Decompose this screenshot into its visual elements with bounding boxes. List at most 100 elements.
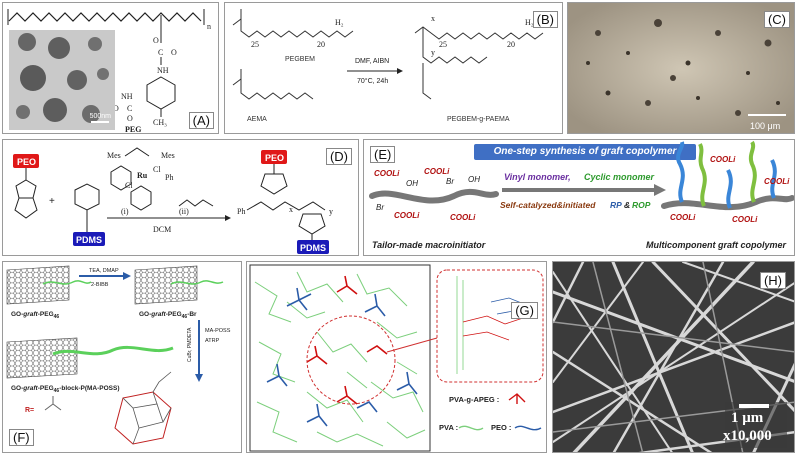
process-text: Self-catalyzed&initiated [500, 200, 596, 210]
atom-nh1: NH [157, 66, 169, 75]
oh-1: OH [406, 179, 418, 188]
cooli-7: COOLi [710, 155, 736, 164]
reagent5: CuBr, PMDETA [187, 327, 193, 362]
atom-o2: O [171, 48, 177, 57]
s2-prefix: GO- [139, 311, 151, 318]
reagent3: MA-POSS [205, 328, 231, 334]
panel-d-label: (D) [325, 148, 352, 165]
atom-o4: O [127, 114, 133, 123]
pdms-tag-left: PDMS [76, 235, 102, 245]
catalyst-mes1: Mes [107, 151, 121, 160]
s2-sub: 46 [182, 314, 188, 320]
pegbem-h: H₂ [335, 18, 344, 27]
cooli-6: COOLi [732, 215, 758, 224]
panel-f: GO-graft-PEG46 TEA, DMAP 2-BIBB GO-graft… [2, 261, 242, 453]
solvent-label: DCM [153, 225, 171, 234]
cooli-1: COOLi [374, 169, 400, 178]
vinyl-monomer: Vinyl monomer, [504, 172, 571, 182]
product-ph: Ph [237, 207, 245, 216]
panel-e-label: (E) [370, 146, 396, 163]
panel-d: PEO + PDMS Mes Mes Ru Cl Cl Ph (i) (ii) … [2, 139, 359, 256]
reagent2: 2-BIBB [91, 282, 109, 288]
panel-g-network: PVA-g-APEG : PVA : PEO : [249, 264, 544, 452]
rop-text: ROP [632, 200, 651, 210]
monomer2-label: AEMA [247, 116, 267, 123]
panel-a-scalebar: 500nm [89, 113, 111, 120]
s3-end: -block-P(MA-POSS) [59, 385, 119, 392]
product-y: y [431, 48, 435, 57]
panel-b: 25 20 H₂ PEGBEM AEMA DMF, AIBN 70°C, 24h… [224, 2, 563, 134]
catalyst-ph: Ph [165, 173, 173, 182]
s3-sub: 46 [54, 388, 60, 394]
product-x-d: x [289, 205, 293, 214]
product-label: PEGBEM-g-PAEMA [447, 116, 510, 123]
legend-pva: PVA : [439, 423, 458, 432]
atom-o3: O [113, 104, 119, 113]
panel-b-scheme: 25 20 H₂ PEGBEM AEMA DMF, AIBN 70°C, 24h… [232, 9, 544, 123]
atom-peg: PEG [125, 125, 141, 134]
left-caption: Tailor-made macroinitiator [372, 240, 486, 250]
panel-a-subscript: n [207, 22, 211, 31]
cooli-5: COOLi [670, 213, 696, 222]
atom-o1: O [153, 36, 159, 45]
oh-2: OH [468, 175, 480, 184]
catalyst-ru: Ru [137, 171, 148, 180]
s2-italic: graft [150, 311, 166, 318]
s2-suffix: -PEG [166, 311, 182, 318]
panel-a-micrograph: 500nm [9, 30, 115, 130]
cooli-3: COOLi [394, 211, 420, 220]
step2-label: (ii) [179, 207, 189, 216]
s1-italic: graft [22, 311, 38, 318]
catalyst-cl1: Cl [153, 165, 161, 174]
legend-peo: PEO : [491, 423, 511, 432]
peo-tag-right: PEO [265, 153, 284, 163]
panel-c-scalebar: 100 μm [750, 121, 780, 131]
panel-e: One-step synthesis of graft copolymer CO… [363, 139, 795, 256]
cooli-2: COOLi [424, 167, 450, 176]
s3-prefix: GO- [11, 385, 23, 392]
panel-e-title: One-step synthesis of graft copolymer [493, 146, 677, 157]
s3-suffix: -PEG [38, 385, 54, 392]
cyclic-monomer: Cyclic monomer [584, 172, 655, 182]
r-label: R= [25, 407, 34, 414]
svg-text:GO-graft-PEG46-Br: GO-graft-PEG46-Br [139, 311, 197, 320]
right-caption: Multicomponent graft copolymer [646, 240, 787, 250]
panel-e-title-banner: One-step synthesis of graft copolymer [474, 144, 696, 160]
panel-h-scale1: 1 μm [731, 410, 764, 426]
s2-end: -Br [187, 311, 197, 318]
peo-tag-left: PEO [17, 157, 36, 167]
panel-a-label: (A) [188, 112, 214, 129]
cooli-8: COOLi [764, 177, 790, 186]
atom-ch3: CH₃ [153, 118, 167, 127]
panel-h-sem [553, 262, 794, 452]
step1-label: (i) [121, 207, 129, 216]
br-2: Br [446, 177, 454, 186]
product-x: x [431, 14, 435, 23]
pdms-tag-right: PDMS [300, 243, 326, 253]
amp-text: & [624, 200, 630, 210]
product-y-d: y [329, 207, 333, 216]
panel-d-scheme: PEO + PDMS Mes Mes Ru Cl Cl Ph (i) (ii) … [13, 147, 333, 254]
legend-pva-g-apeg: PVA-g-APEG : [449, 395, 499, 404]
s1-sub: 46 [54, 314, 60, 320]
panel-c-micrograph: 100 μm [568, 3, 794, 133]
panel-g-label: (G) [511, 302, 538, 319]
atom-nh2: NH [121, 92, 133, 101]
panel-b-label: (B) [532, 11, 558, 28]
cooli-4: COOLi [450, 213, 476, 222]
s1-prefix: GO- [11, 311, 23, 318]
product-sub1: 25 [439, 40, 447, 49]
rp-text: RP [610, 200, 622, 210]
pegbem-sub2: 20 [317, 40, 325, 49]
br-1: Br [376, 203, 384, 212]
reagent1: TEA, DMAP [89, 268, 119, 274]
panel-h-label: (H) [759, 272, 786, 289]
reagent4: ATRP [205, 338, 220, 344]
panel-f-label: (F) [9, 429, 34, 446]
panel-c: 100 μm (C) [567, 2, 795, 134]
svg-text:+: + [49, 196, 55, 207]
panel-a-structure: n O C O NH NH CH₃ C O O PEG [7, 9, 211, 134]
conditions-top: DMF, AIBN [355, 58, 389, 65]
pegbem-sub1: 25 [251, 40, 259, 49]
svg-text:GO-graft-PEG46-block-P(MA-POSS: GO-graft-PEG46-block-P(MA-POSS) [11, 385, 120, 394]
